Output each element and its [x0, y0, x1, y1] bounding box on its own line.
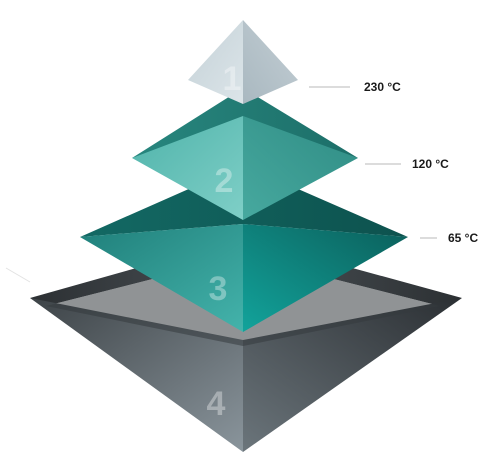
tier-3-temperature-label: 65 °C	[448, 231, 478, 245]
tier-4-left-face	[30, 298, 243, 452]
tier-2-number: 2	[215, 162, 234, 200]
tier-2-left-face	[132, 116, 243, 220]
base-edge-mark	[5, 267, 31, 283]
tier-1-right-face	[243, 20, 298, 104]
tier-2	[132, 88, 358, 220]
tier-4-number: 4	[207, 385, 226, 423]
tier-3-right-face	[243, 224, 408, 332]
tier-1	[188, 20, 298, 104]
tier-3-number: 3	[209, 270, 228, 308]
tier-1-temperature-label: 230 °C	[364, 80, 401, 94]
tier-2-right-face	[243, 116, 358, 220]
tier-4-right-face	[243, 298, 462, 452]
tier-1-number: 1	[223, 60, 242, 98]
tier-4	[30, 238, 462, 452]
tier-2-temperature-label: 120 °C	[412, 157, 449, 171]
tier-3-left-face	[80, 224, 243, 332]
tier-1-left-face	[188, 20, 243, 104]
